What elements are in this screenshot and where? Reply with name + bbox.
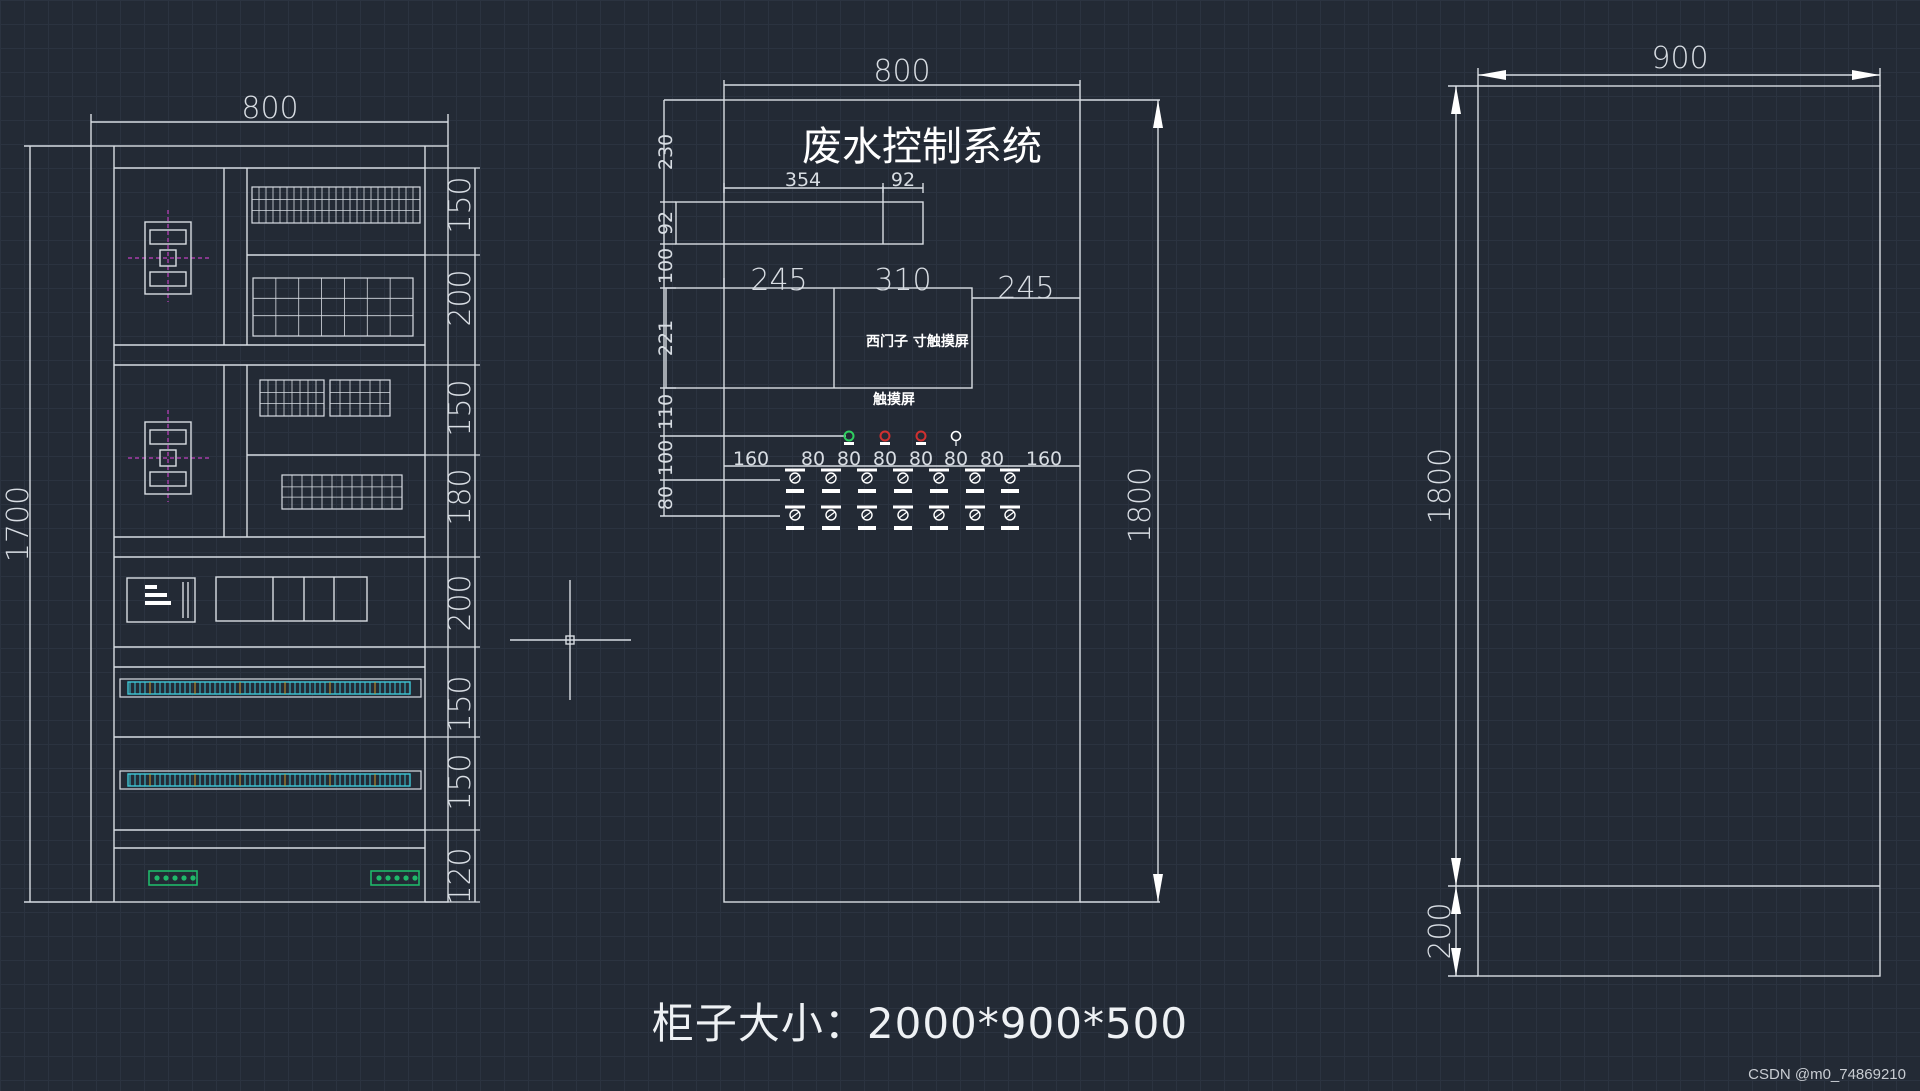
left-dim-80: 80 (655, 486, 677, 510)
terminal-dot (394, 875, 400, 881)
switch-dim-8: 160 (1026, 448, 1062, 470)
selector-switch-icon (857, 468, 877, 493)
left-dim-221: 221 (655, 320, 677, 356)
switch-dim-7: 80 (980, 448, 1004, 470)
row-dim-5: 200 (443, 574, 478, 631)
left-dim-110: 110 (655, 394, 677, 430)
switch-dim-6: 80 (944, 448, 968, 470)
middle-door-view: 800 1800 废水控制系统 354 92 245 310 245 西门子 寸… (655, 54, 1163, 903)
system-title: 废水控制系统 (802, 124, 1042, 170)
selector-switch-icon (965, 505, 985, 530)
terminal-rails (119, 678, 422, 790)
panel-dim-left: 245 (750, 263, 807, 298)
panel-dim-right: 245 (997, 271, 1054, 306)
row-dim-7: 150 (443, 753, 478, 810)
door-outline (723, 99, 1081, 903)
cabinet-size-caption: 柜子大小：2000*900*500 (651, 999, 1189, 1048)
panel-dim-mid: 310 (874, 263, 931, 298)
main-breaker-upper (128, 210, 210, 302)
relay-row-lower (281, 474, 403, 510)
red-lamp-icon (879, 430, 891, 442)
selector-switch-icon (821, 505, 841, 530)
terminal-rail-lower (119, 770, 422, 790)
selector-switch-icon (893, 505, 913, 530)
terminal-dot (403, 875, 409, 881)
row-dim-2: 200 (443, 269, 478, 326)
plc-module (126, 576, 368, 623)
terminal-dot (190, 875, 196, 881)
left-width-dimension: 800 (90, 91, 449, 146)
left-dim-230: 230 (655, 134, 677, 170)
selector-switch-icon (821, 468, 841, 493)
watermark: CSDN @m0_74869210 (1748, 1066, 1906, 1083)
switch-dim-3: 80 (837, 448, 861, 470)
left-height-dimension: 1700 (1, 145, 91, 903)
left-device-group (251, 186, 421, 510)
left-row-dimensions: 150 200 150 180 200 150 150 120 (425, 167, 480, 905)
terminal-dot (172, 875, 178, 881)
switch-dim-1: 160 (733, 448, 769, 470)
side-width-label: 900 (1651, 41, 1708, 76)
left-width-label: 800 (241, 91, 298, 126)
left-height-label: 1700 (1, 486, 36, 562)
row-dim-4: 180 (443, 468, 478, 525)
selector-switch-icon (1000, 505, 1020, 530)
touch-panel-label: 西门子 寸触摸屏 (866, 333, 969, 350)
selector-switch-icon (1000, 468, 1020, 493)
door-height-label: 1800 (1123, 467, 1158, 543)
terminal-strip-top (251, 186, 421, 224)
selector-switches (785, 468, 1020, 530)
left-cabinet-frame (90, 145, 449, 903)
mcb-group-left (259, 379, 325, 417)
indicator-lamps (843, 430, 962, 446)
switch-dim-2: 80 (801, 448, 825, 470)
selector-switch-icon (785, 505, 805, 530)
terminal-rail-upper (119, 678, 422, 698)
green-lamp-icon (843, 430, 855, 442)
left-dim-100: 100 (655, 248, 677, 284)
switch-dimension-labels: 160 80 80 80 80 80 80 160 (733, 448, 1062, 470)
relay-row (252, 277, 414, 337)
red-lamp-icon (915, 430, 927, 442)
terminal-dot (154, 875, 160, 881)
ground-terminals (148, 870, 420, 886)
main-breaker-lower (128, 410, 210, 502)
terminal-dot (385, 875, 391, 881)
row-dim-3: 150 (443, 379, 478, 436)
terminal-dot (181, 875, 187, 881)
left-dim-100b: 100 (655, 440, 677, 476)
top-dim-354: 354 (785, 169, 821, 191)
side-base-label: 200 (1423, 902, 1458, 959)
selector-switch-icon (929, 468, 949, 493)
row-dim-1: 150 (443, 176, 478, 233)
selector-switch-icon (929, 505, 949, 530)
door-width-label: 800 (873, 54, 930, 89)
left-interior-view: 800 1700 (1, 91, 480, 905)
selector-switch-icon (785, 468, 805, 493)
crosshair-cursor-icon (510, 580, 631, 700)
right-side-view: 900 1800 200 (1423, 41, 1881, 977)
side-outline (1477, 85, 1881, 977)
selector-switch-icon (965, 468, 985, 493)
touch-panel-area (665, 287, 973, 389)
selector-switch-icon (857, 505, 877, 530)
switch-dim-5: 80 (909, 448, 933, 470)
row-dim-8: 120 (443, 847, 478, 904)
touch-screen-label: 触摸屏 (872, 391, 915, 408)
top-dim-92: 92 (891, 169, 915, 191)
terminal-dot (376, 875, 382, 881)
white-lamp-icon (950, 430, 962, 442)
terminal-dot (412, 875, 418, 881)
mcb-group-right (329, 379, 391, 417)
switch-dim-4: 80 (873, 448, 897, 470)
left-dim-92: 92 (655, 211, 677, 235)
terminal-dot (163, 875, 169, 881)
selector-switch-icon (893, 468, 913, 493)
side-height-label: 1800 (1423, 448, 1458, 524)
row-dim-6: 150 (443, 675, 478, 732)
